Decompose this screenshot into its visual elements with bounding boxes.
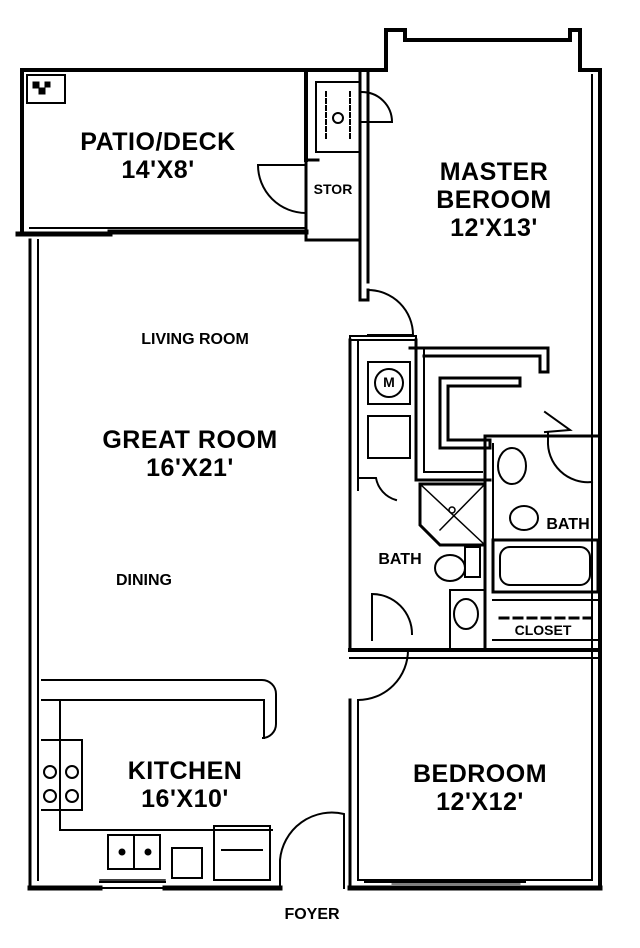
great-room-size: 16'X21' bbox=[146, 454, 234, 482]
bedroom-name: BEDROOM bbox=[412, 760, 548, 788]
kitchen-label: KITCHEN 16'X10' bbox=[100, 757, 270, 813]
windows bbox=[99, 879, 521, 885]
bedroom-door bbox=[356, 648, 410, 702]
master-bath-label: BATH bbox=[546, 516, 590, 533]
washer-symbol: M bbox=[383, 374, 395, 390]
master-bath-area bbox=[408, 338, 602, 652]
great-room-name: GREAT ROOM bbox=[102, 426, 278, 454]
kitchen-size: 16'X10' bbox=[141, 785, 229, 813]
living-room-label: LIVING ROOM bbox=[141, 331, 249, 348]
master-bedroom-name-line1: MASTER bbox=[439, 158, 549, 186]
laundry-area bbox=[357, 361, 411, 502]
foyer-entry bbox=[279, 811, 345, 889]
hall-bath-label: BATH bbox=[378, 551, 422, 568]
master-bedroom-size: 12'X13' bbox=[450, 214, 538, 242]
kitchen-name: KITCHEN bbox=[127, 757, 243, 785]
kitchen-area bbox=[41, 679, 277, 881]
patio-deck-label: PATIO/DECK 14'X8' bbox=[58, 128, 258, 184]
storage-closet bbox=[304, 68, 394, 242]
interior-walls bbox=[348, 68, 602, 890]
patio-deck-name: PATIO/DECK bbox=[80, 128, 236, 156]
master-bedroom-label: MASTER BEROOM 12'X13' bbox=[400, 158, 588, 242]
master-bedroom-name-line2: BEROOM bbox=[436, 186, 552, 214]
bedroom-label: BEDROOM 12'X12' bbox=[390, 760, 570, 816]
bedroom-size: 12'X12' bbox=[436, 788, 524, 816]
patio-deck-size: 14'X8' bbox=[121, 156, 195, 184]
hall-bath-area bbox=[371, 482, 487, 651]
great-room-label: GREAT ROOM 16'X21' bbox=[70, 426, 310, 482]
closet-label: CLOSET bbox=[514, 622, 572, 638]
exterior-walls bbox=[15, 28, 603, 891]
foyer-label: FOYER bbox=[284, 906, 340, 923]
dining-label: DINING bbox=[116, 572, 172, 589]
storage-label: STOR bbox=[313, 181, 353, 197]
